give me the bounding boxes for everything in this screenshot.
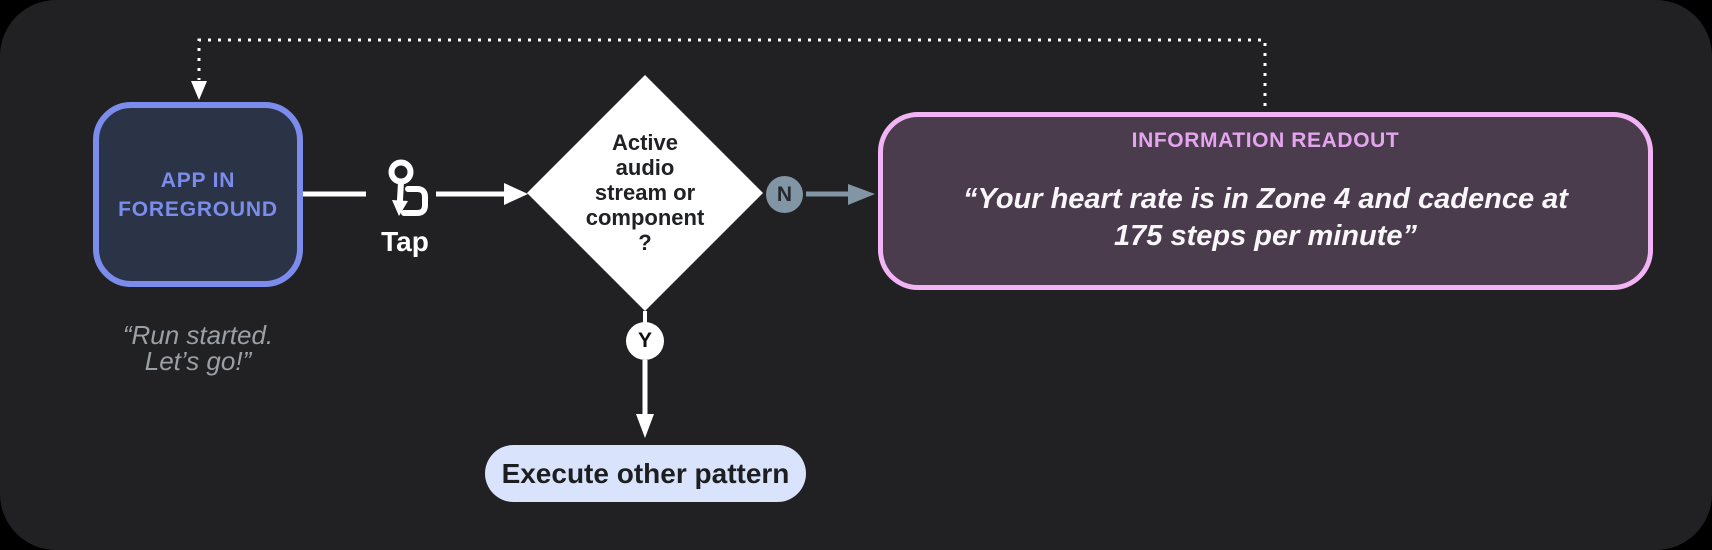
readout-title: INFORMATION READOUT [1131, 129, 1400, 152]
yes-branch-letter: Y [637, 329, 652, 352]
execute-other-pattern-node: Execute other pattern [485, 445, 806, 502]
information-readout-node: INFORMATION READOUT “Your heart rate is … [878, 112, 1653, 290]
app-voice-quote: “Run started. Let’s go!” [122, 320, 274, 376]
no-branch-badge: N [766, 176, 803, 213]
yes-branch-badge: Y [626, 322, 664, 360]
no-branch-letter: N [776, 182, 793, 206]
app-in-foreground-node: APP IN FOREGROUND [93, 102, 303, 287]
readout-quote: “Your heart rate is in Zone 4 and cadenc… [963, 183, 1568, 252]
execute-other-pattern-label: Execute other pattern [501, 457, 790, 489]
decision-label: Active audio stream or component ? [585, 130, 705, 255]
tap-gesture-icon [388, 159, 428, 216]
tap-label: Tap [381, 226, 429, 257]
app-node-label: APP IN FOREGROUND [118, 168, 278, 221]
